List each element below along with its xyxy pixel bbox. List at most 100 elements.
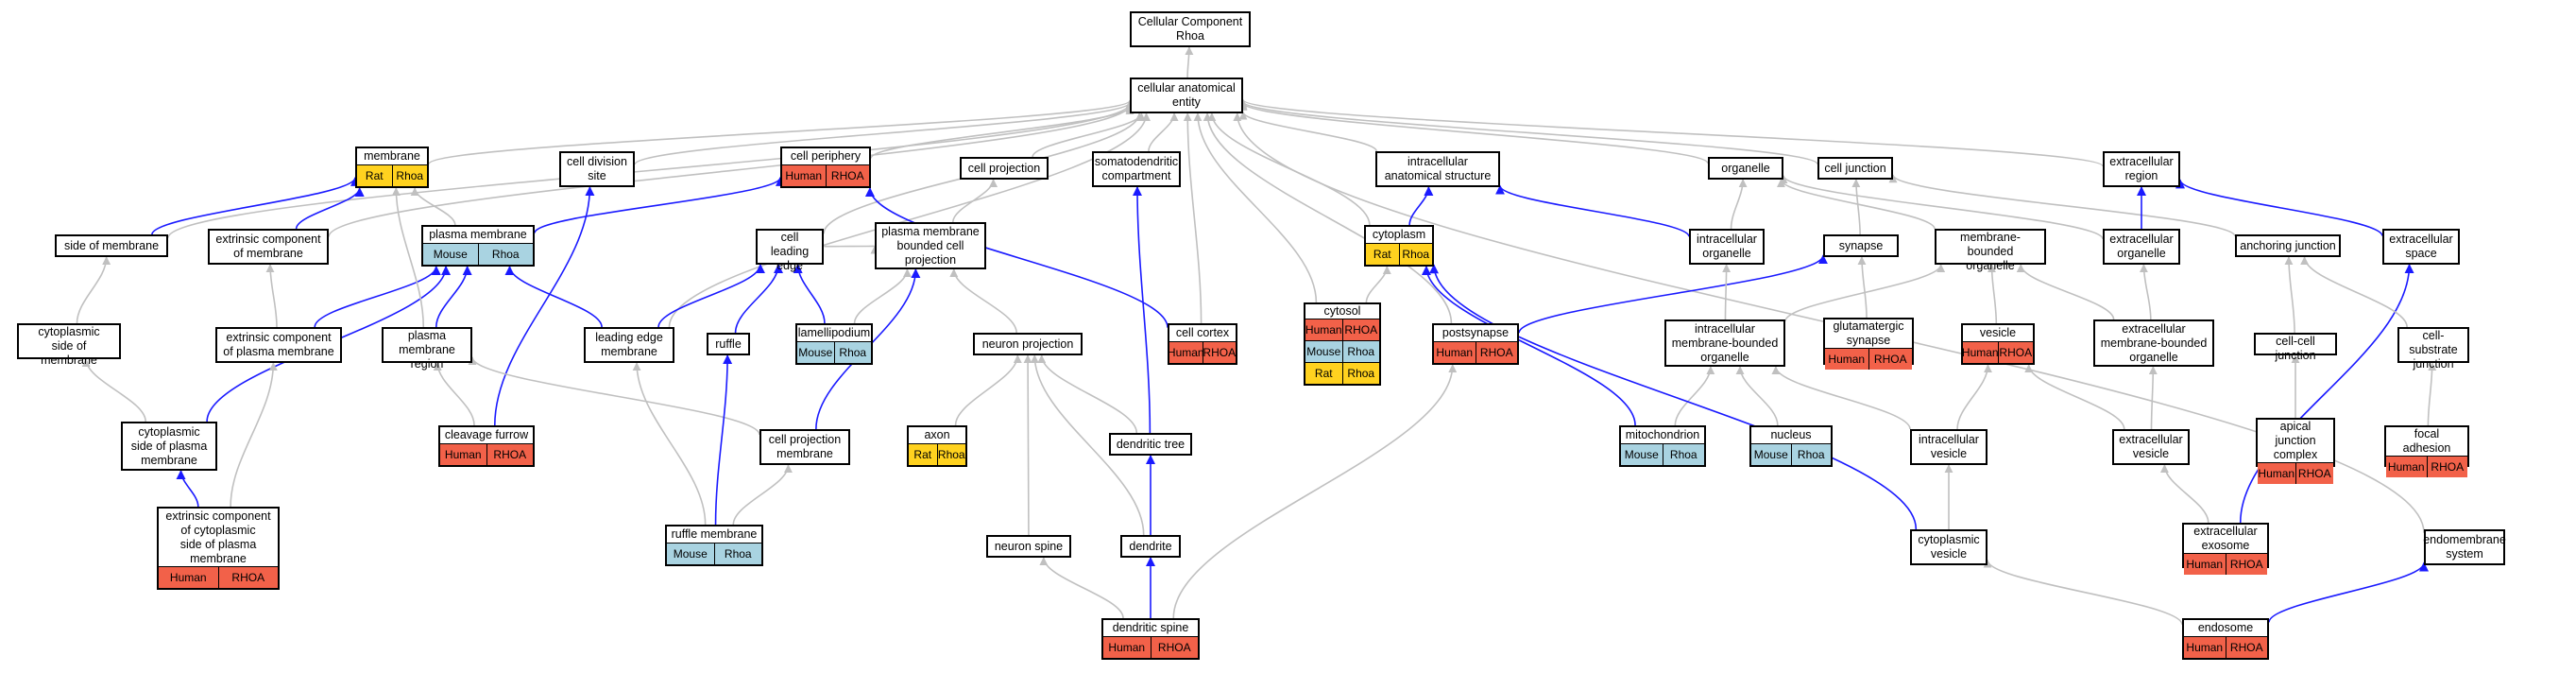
- node-dendrite: dendrite: [1120, 535, 1181, 558]
- node-label: plasma membrane bounded cell projection: [881, 224, 980, 267]
- edge-nucleus-to-imbo: [1735, 366, 1779, 426]
- edge-pmr-to-pm: [435, 266, 472, 328]
- edge-cytosol-to-cyto: [1365, 266, 1391, 303]
- node-label: vesicle: [1979, 326, 2017, 339]
- node-label: ruffle membrane: [671, 527, 758, 541]
- species-tag-rat: Rat: [357, 165, 392, 186]
- species-tag-human: RHOA: [1202, 342, 1236, 363]
- edge-cc-to-cae: [1183, 112, 1203, 324]
- species-tag-mouse: Mouse: [797, 342, 834, 363]
- node-organelle: organelle: [1708, 157, 1783, 180]
- species-tag-mouse: Rhoa: [833, 342, 871, 363]
- edge-organelle-to-cae: [1238, 101, 1709, 164]
- edge-lem-to-cle: [657, 264, 765, 328]
- species-tag-human: Human: [1169, 342, 1203, 363]
- node-label: focal adhesion: [2402, 427, 2451, 455]
- species-tag-human: Human: [1963, 342, 1998, 363]
- node-ems: endomembrane system: [2423, 529, 2506, 565]
- species-tag-human: Human: [2258, 463, 2295, 484]
- edge-pm-to-cper: [534, 176, 785, 233]
- edge-sdc-to-cae: [1148, 112, 1179, 152]
- edge-io-to-ias: [1495, 184, 1690, 237]
- node-label: mitochondrion: [1625, 428, 1700, 441]
- edge-gs-to-syn: [1857, 256, 1868, 319]
- edge-rm-to-cpm: [732, 464, 793, 526]
- node-label: cell junction: [1824, 161, 1886, 175]
- node-label: extrinsic component of cytoplasmic side …: [165, 509, 271, 565]
- node-label: endosome: [2197, 621, 2254, 634]
- node-label: intracellular membrane-bounded organelle: [1671, 321, 1779, 364]
- node-ecs: extracellular space: [2382, 229, 2460, 265]
- node-pmr: plasma membrane region: [382, 327, 472, 371]
- species-tag-mouse: Rhoa: [1341, 341, 1379, 362]
- node-label: intracellular vesicle: [1919, 433, 1979, 460]
- node-label: ruffle: [715, 336, 742, 351]
- node-nspine: neuron spine: [986, 535, 1071, 558]
- edge-pmr-to-membrane: [391, 187, 425, 328]
- species-tag-rat: Rhoa: [391, 165, 427, 186]
- node-label: cleavage furrow: [444, 428, 529, 441]
- edge-cf-to-cds: [493, 186, 595, 426]
- edge-ecr-to-cae: [1238, 98, 2104, 167]
- edge-ds-to-nspine: [1039, 557, 1124, 619]
- node-cae: cellular anatomical entity: [1130, 78, 1243, 113]
- node-pmbcp: plasma membrane bounded cell projection: [875, 222, 986, 269]
- edge-pmbcp-to-cproj: [951, 179, 998, 223]
- edge-lam-to-pmbcp: [853, 268, 912, 324]
- node-imbo: intracellular membrane-bounded organelle: [1664, 319, 1785, 367]
- node-label: somatodendritic compartment: [1094, 155, 1179, 182]
- node-label: cell cortex: [1175, 326, 1230, 339]
- species-tag-human: RHOA: [217, 567, 278, 588]
- edge-pm-to-membrane: [410, 187, 456, 226]
- node-np: neuron projection: [973, 333, 1083, 355]
- edge-eccpm-to-ecpm: [230, 362, 278, 508]
- species-tag-human: RHOA: [2225, 637, 2267, 658]
- edge-ecmbo-to-mbo: [2016, 264, 2115, 320]
- node-label: extrinsic component of membrane: [215, 233, 321, 260]
- species-tag-mouse: Mouse: [1751, 444, 1791, 465]
- species-tag-human: Human: [1434, 342, 1476, 363]
- edge-np-to-pmbcp: [949, 268, 1017, 334]
- edge-ds-to-psyn: [1172, 364, 1458, 619]
- edge-ruffle-to-cle: [734, 264, 783, 334]
- node-label: extracellular organelle: [2109, 233, 2174, 260]
- node-label: cytoplasm: [1372, 228, 1426, 241]
- node-cpm: cell projection membrane: [759, 429, 850, 465]
- species-tag-human: RHOA: [486, 444, 533, 465]
- node-cspm: cytoplasmic side of plasma membrane: [121, 422, 217, 471]
- edge-ecv-to-ecmbo: [2148, 366, 2158, 430]
- node-label: intracellular anatomical structure: [1384, 155, 1492, 182]
- node-ruffle: ruffle: [707, 333, 750, 355]
- edge-ecpm-to-ecm: [265, 264, 278, 328]
- node-label: nucleus: [1770, 428, 1812, 441]
- species-tag-human: Human: [1103, 637, 1151, 658]
- node-label: plasma membrane region: [399, 329, 455, 371]
- species-tag-mouse: Mouse: [1621, 444, 1663, 465]
- node-label: side of membrane: [63, 238, 160, 252]
- edge-endo-to-ems: [2268, 561, 2429, 623]
- node-syn: synapse: [1823, 234, 1899, 257]
- species-tag-rat: Rhoa: [1341, 363, 1379, 384]
- edge-cspm-to-csm: [81, 358, 146, 423]
- edge-nspine-to-np: [1023, 354, 1032, 536]
- edge-cf-to-pmr: [433, 362, 475, 426]
- edge-cds-to-cae: [634, 101, 1134, 165]
- edge-exo-to-ecv: [2159, 464, 2209, 524]
- edge-io-to-organelle: [1730, 179, 1748, 230]
